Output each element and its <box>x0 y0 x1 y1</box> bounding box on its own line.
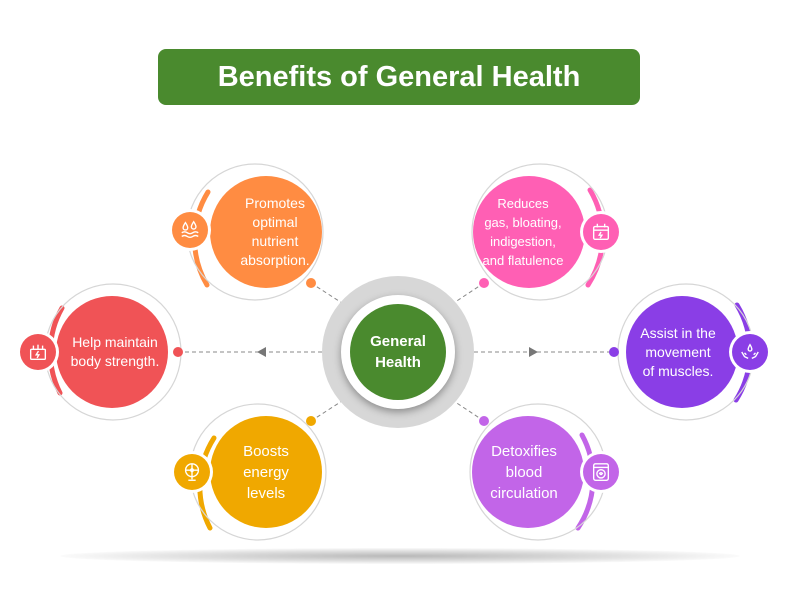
dot-detox <box>479 416 489 426</box>
arrow-left <box>257 347 266 357</box>
dot-nutrient <box>306 278 316 288</box>
node-muscles: Assist in the movement of muscles. <box>626 296 738 408</box>
icon-badge-digestion <box>583 214 619 250</box>
arrow-right <box>529 347 538 357</box>
hub-label: General Health <box>370 333 426 371</box>
node-digestion-label: Reduces gas, bloating, indigestion, and … <box>482 196 564 268</box>
power-icon <box>29 344 47 361</box>
node-energy-label: Boosts energy levels <box>243 442 289 502</box>
node-strength-label: Help maintain body strength. <box>70 334 160 369</box>
water-drops-icon <box>181 220 199 239</box>
node-nutrient-label: Promotes optimal nutrient absorption. <box>240 195 310 268</box>
node-detox: Detoxifies blood circulation <box>472 416 584 528</box>
dot-energy <box>306 416 316 426</box>
node-strength: Help maintain body strength. <box>56 296 168 408</box>
icon-badge-detox <box>583 454 619 490</box>
node-detox-label: Detoxifies blood circulation <box>490 442 558 502</box>
dot-strength <box>173 347 183 357</box>
dot-muscles <box>609 347 619 357</box>
node-energy: Boosts energy levels <box>210 416 322 528</box>
fan-icon <box>184 463 200 481</box>
node-muscles-label: Assist in the movement of muscles. <box>640 324 716 379</box>
icon-badge-muscles <box>732 334 768 370</box>
hands-drop-icon <box>741 343 759 360</box>
hub-circle: General Health <box>350 304 446 400</box>
dot-digestion <box>479 278 489 288</box>
washer-icon <box>592 463 610 481</box>
floor-shadow <box>60 548 740 564</box>
icon-badge-nutrient <box>172 212 208 248</box>
page-title: Benefits of General Health <box>217 60 581 93</box>
node-digestion: Reduces gas, bloating, indigestion, and … <box>473 176 585 288</box>
title-banner: Benefits of General Health <box>158 49 640 105</box>
icon-badge-energy <box>174 454 210 490</box>
node-nutrient: Promotes optimal nutrient absorption. <box>210 176 322 288</box>
calendar-icon <box>592 223 610 241</box>
icon-badge-strength <box>20 334 56 370</box>
